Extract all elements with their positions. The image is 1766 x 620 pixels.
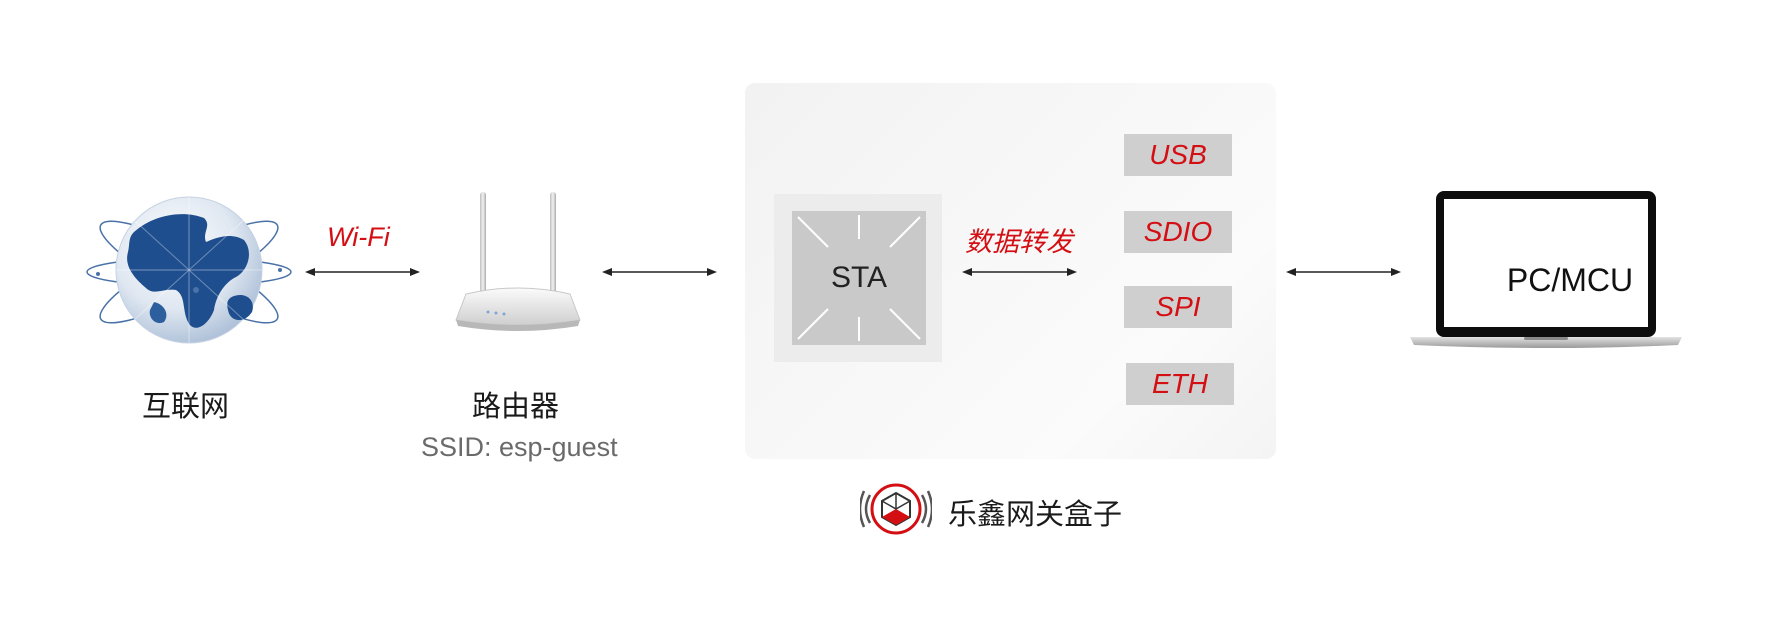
laptop-icon <box>1410 191 1682 348</box>
arrow-internet-router <box>305 268 420 276</box>
globe-icon <box>86 196 292 344</box>
arrow-router-gateway <box>602 268 717 276</box>
espressif-logo-icon <box>860 483 932 535</box>
gateway-label: 乐鑫网关盒子 <box>948 497 1123 531</box>
router-label: 路由器 <box>472 389 560 423</box>
interface-eth: ETH <box>1126 363 1234 405</box>
host-label: PC/MCU <box>1506 261 1634 298</box>
forward-label: 数据转发 <box>965 227 1073 257</box>
interface-spi: SPI <box>1124 286 1232 328</box>
interface-sdio: SDIO <box>1124 211 1232 253</box>
arrow-gateway-host <box>1286 268 1401 276</box>
interface-usb: USB <box>1124 134 1232 176</box>
sta-chip <box>792 211 926 345</box>
router-icon <box>455 192 581 331</box>
arrow-chip-interfaces <box>962 268 1077 276</box>
wifi-link-label: Wi-Fi <box>327 222 390 252</box>
sta-chip-label: STA <box>830 261 888 294</box>
internet-label: 互联网 <box>142 389 230 423</box>
router-ssid: SSID: esp-guest <box>421 432 618 462</box>
